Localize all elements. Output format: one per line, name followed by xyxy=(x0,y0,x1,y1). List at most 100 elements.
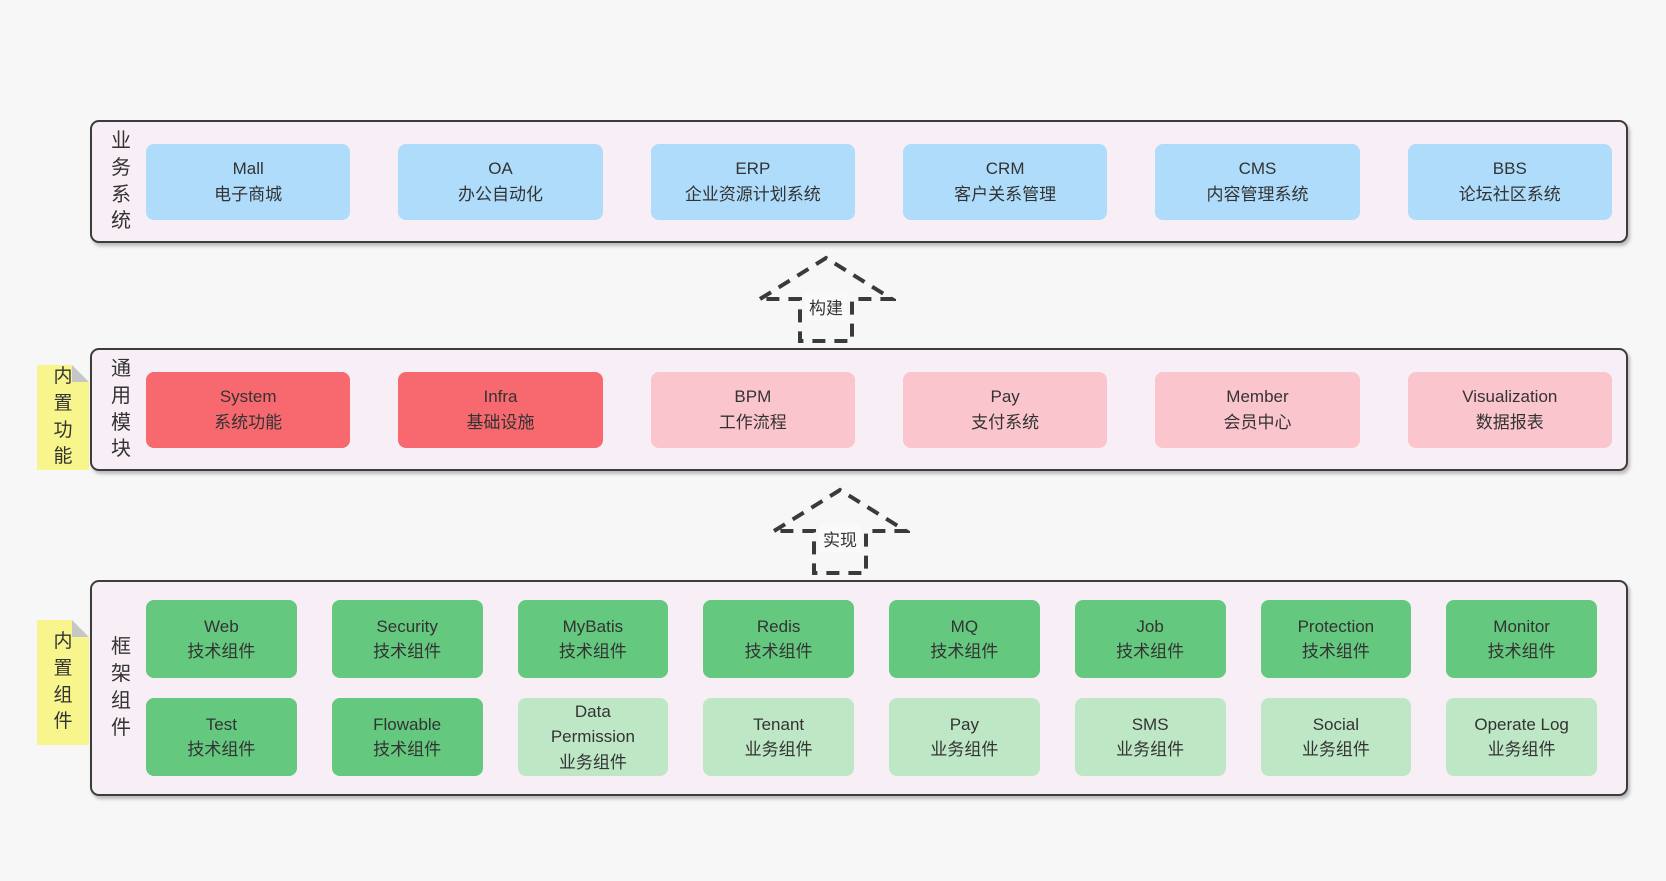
box-subtitle: 业务组件 xyxy=(930,740,999,759)
box-subtitle: 业务组件 xyxy=(744,740,813,759)
implement-arrow-label: 实现 xyxy=(819,525,861,552)
implement-arrow: 实现 xyxy=(770,485,910,577)
box-subtitle: 客户关系管理 xyxy=(954,184,1057,204)
box-title: Security xyxy=(376,616,438,636)
box-test: Test 技术组件 xyxy=(146,698,297,776)
builtin-features-label: 内置功能 xyxy=(53,365,73,468)
box-title: CRM xyxy=(985,159,1025,178)
box-operate-log: Operate Log 业务组件 xyxy=(1446,698,1597,776)
box-redis: Redis 技术组件 xyxy=(703,600,854,678)
box-subtitle: 会员中心 xyxy=(1223,412,1292,432)
box-title: Job xyxy=(1136,616,1164,636)
box-title: System xyxy=(219,387,277,406)
box-title: BBS xyxy=(1492,159,1527,178)
common-modules-label: 通用模块 xyxy=(111,357,131,461)
business-systems-boxes: Mall 电子商城 OA 办公自动化 ERP 企业资源计划系统 CRM 客户关系… xyxy=(146,143,1612,220)
box-tenant: Tenant 业务组件 xyxy=(703,698,854,776)
box-subtitle: 论坛社区系统 xyxy=(1458,184,1561,204)
box-subtitle: 技术组件 xyxy=(373,642,442,661)
box-subtitle: 系统功能 xyxy=(214,412,283,432)
box-title: Test xyxy=(205,714,237,734)
box-mq: MQ 技术组件 xyxy=(889,600,1040,678)
box-data-permission: Data Permission 业务组件 xyxy=(517,698,669,776)
builtin-components-label: 内置组件 xyxy=(53,630,73,733)
box-cms: CMS 内容管理系统 xyxy=(1155,143,1360,220)
box-title: BPM xyxy=(734,387,772,406)
box-visualization: Visualization 数据报表 xyxy=(1407,371,1612,448)
box-subtitle: 数据报表 xyxy=(1475,412,1544,432)
box-oa: OA 办公自动化 xyxy=(398,143,603,220)
box-title: MyBatis xyxy=(562,616,624,636)
box-title: Monitor xyxy=(1493,616,1550,636)
box-mall: Mall 电子商城 xyxy=(146,143,351,220)
build-arrow: 构建 xyxy=(756,253,896,345)
box-subtitle: 电子商城 xyxy=(214,184,283,204)
box-subtitle: 技术组件 xyxy=(558,642,627,661)
box-title: MQ xyxy=(950,616,979,636)
box-subtitle: 企业资源计划系统 xyxy=(684,184,821,204)
box-subtitle: 业务组件 xyxy=(1116,740,1185,759)
box-title: Member xyxy=(1226,387,1289,406)
box-subtitle: 业务组件 xyxy=(1301,740,1370,759)
box-web: Web 技术组件 xyxy=(146,600,297,678)
common-modules-boxes: System 系统功能 Infra 基础设施 BPM 工作流程 Pay 支付系统… xyxy=(146,371,1612,448)
box-subtitle: 技术组件 xyxy=(187,740,256,759)
box-subtitle: 技术组件 xyxy=(373,740,442,759)
box-mybatis: MyBatis 技术组件 xyxy=(517,600,669,678)
box-system: System 系统功能 xyxy=(146,371,351,448)
up-arrow-icon xyxy=(770,487,910,575)
box-title: SMS xyxy=(1131,714,1169,734)
box-subtitle: 技术组件 xyxy=(1116,642,1185,661)
folded-corner-icon xyxy=(72,365,89,382)
box-infra: Infra 基础设施 xyxy=(398,371,603,448)
box-title: Pay xyxy=(949,714,980,734)
box-title: ERP xyxy=(735,159,771,178)
box-job: Job 技术组件 xyxy=(1074,600,1226,678)
box-title: CMS xyxy=(1238,159,1277,178)
box-title: Data Permission xyxy=(550,701,635,747)
framework-components-container: 框架组件 Web 技术组件 Security 技术组件 MyBatis 技术组件… xyxy=(90,580,1628,796)
common-modules-container: 通用模块 System 系统功能 Infra 基础设施 BPM 工作流程 Pay… xyxy=(90,348,1628,471)
box-erp: ERP 企业资源计划系统 xyxy=(650,143,855,220)
box-title: Infra xyxy=(483,387,518,406)
box-title: Flowable xyxy=(373,714,442,734)
box-pay-module: Pay 支付系统 xyxy=(902,371,1108,448)
box-subtitle: 内容管理系统 xyxy=(1206,184,1309,204)
box-subtitle: 技术组件 xyxy=(930,642,999,661)
builtin-features-note: 内置功能 xyxy=(37,365,89,470)
box-title: OA xyxy=(488,159,513,178)
box-pay-component: Pay 业务组件 xyxy=(889,698,1040,776)
box-subtitle: 办公自动化 xyxy=(457,184,543,204)
box-subtitle: 技术组件 xyxy=(1487,642,1556,661)
box-subtitle: 基础设施 xyxy=(466,412,535,432)
box-security: Security 技术组件 xyxy=(331,600,483,678)
box-subtitle: 业务组件 xyxy=(1487,740,1556,759)
up-arrow-icon xyxy=(756,255,896,343)
framework-components-label: 框架组件 xyxy=(111,636,131,739)
box-title: Visualization xyxy=(1462,387,1558,406)
box-social: Social 业务组件 xyxy=(1260,698,1412,776)
box-title: Web xyxy=(204,616,239,636)
box-subtitle: 技术组件 xyxy=(187,642,256,661)
box-title: Pay xyxy=(990,387,1020,406)
business-systems-label: 业务系统 xyxy=(111,129,131,233)
box-subtitle: 技术组件 xyxy=(1301,642,1370,661)
framework-components-grid: Web 技术组件 Security 技术组件 MyBatis 技术组件 Redi… xyxy=(146,600,1597,776)
builtin-components-note: 内置组件 xyxy=(37,620,89,745)
box-title: Mall xyxy=(232,159,264,178)
box-protection: Protection 技术组件 xyxy=(1260,600,1412,678)
business-systems-container: 业务系统 Mall 电子商城 OA 办公自动化 ERP 企业资源计划系统 CRM… xyxy=(90,120,1628,243)
box-title: Redis xyxy=(756,616,801,636)
box-crm: CRM 客户关系管理 xyxy=(902,143,1108,220)
box-title: Social xyxy=(1312,714,1360,734)
box-title: Operate Log xyxy=(1474,714,1569,734)
box-bbs: BBS 论坛社区系统 xyxy=(1407,143,1612,220)
box-subtitle: 技术组件 xyxy=(744,642,813,661)
box-title: Tenant xyxy=(753,714,805,734)
box-subtitle: 支付系统 xyxy=(971,412,1040,432)
box-sms: SMS 业务组件 xyxy=(1074,698,1226,776)
box-subtitle: 工作流程 xyxy=(718,412,787,432)
box-monitor: Monitor 技术组件 xyxy=(1446,600,1597,678)
box-subtitle: 业务组件 xyxy=(558,752,627,772)
